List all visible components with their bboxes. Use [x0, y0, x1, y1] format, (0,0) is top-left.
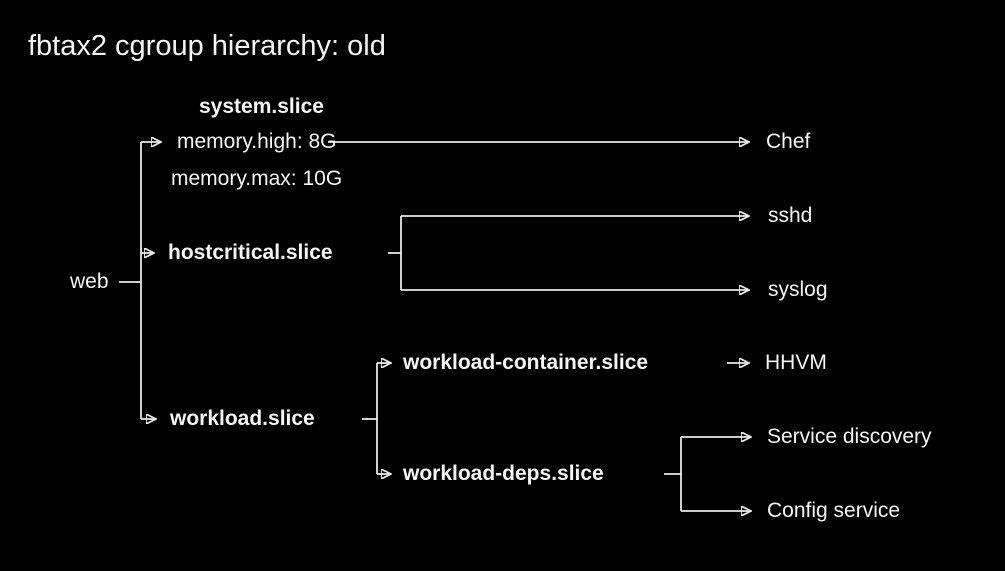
node-system-slice: system.slice [199, 95, 324, 118]
page-title: fbtax2 cgroup hierarchy: old [28, 30, 386, 62]
node-workload-slice: workload.slice [170, 407, 315, 430]
node-hhvm: HHVM [765, 351, 827, 374]
node-syslog: syslog [768, 278, 828, 301]
node-workload-container-slice: workload-container.slice [403, 351, 649, 374]
node-sshd: sshd [768, 204, 813, 227]
node-hostcritical-slice: hostcritical.slice [168, 241, 333, 264]
node-config-service: Config service [767, 499, 901, 522]
node-workload-deps-slice: workload-deps.slice [403, 462, 604, 485]
node-web: web [70, 270, 109, 293]
node-memory-max: memory.max: 10G [171, 167, 343, 190]
node-memory-high: memory.high: 8G [177, 130, 337, 153]
node-service-discovery: Service discovery [767, 425, 932, 448]
node-chef: Chef [766, 130, 811, 153]
